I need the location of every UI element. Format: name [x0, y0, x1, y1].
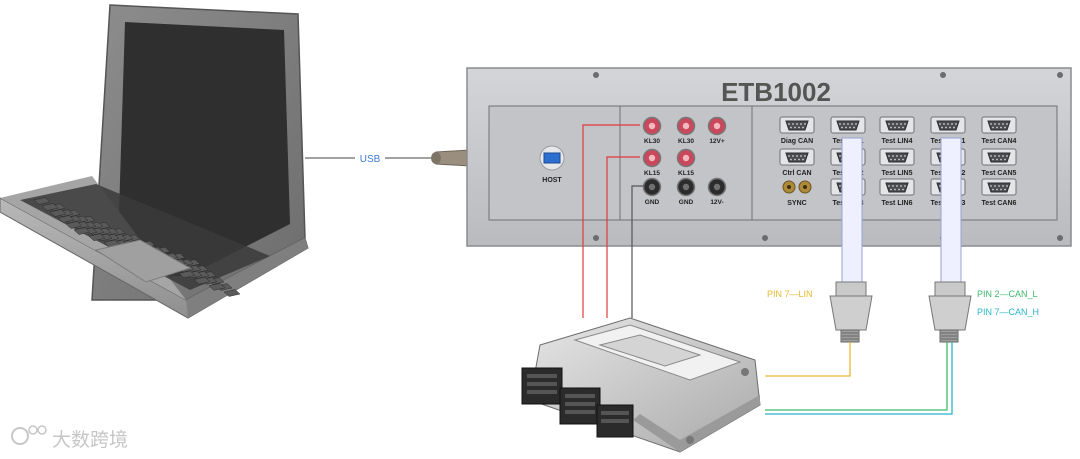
port-label: Test LIN5: [882, 170, 913, 177]
db9-port: Test LIN5: [879, 148, 915, 177]
keyboard-key: [57, 215, 75, 223]
power-socket-label: KL15: [644, 170, 660, 177]
power-socket-label: 12V-: [710, 199, 723, 206]
power-socket: KL30: [642, 116, 662, 145]
power-socket-label: KL30: [678, 138, 694, 145]
keyboard-key: [33, 197, 51, 205]
can-l-wire: [765, 342, 948, 411]
can-flat-cable: [940, 137, 962, 285]
port-label: Ctrl CAN: [782, 170, 811, 177]
db9-port: Test LIN4: [879, 116, 915, 145]
can-h-pin-label: PIN 7—CAN_H: [977, 307, 1039, 317]
port-label: Diag CAN: [781, 138, 813, 145]
host-usb-port: HOST: [539, 145, 565, 184]
power-socket-label: 12V+: [709, 138, 725, 145]
db9-port: Diag CAN: [779, 116, 815, 145]
port-label: Test LIN4: [882, 138, 913, 145]
keyboard-key: [41, 203, 59, 211]
power-socket: 12V+: [707, 116, 727, 145]
host-label: HOST: [542, 177, 562, 184]
port-label: Test CAN4: [982, 138, 1017, 145]
power-wires: [582, 124, 645, 318]
power-socket: 12V-: [707, 177, 727, 206]
keyboard-key: [88, 233, 106, 241]
power-socket: KL15: [642, 148, 662, 177]
port-label: Test CAN5: [982, 170, 1017, 177]
keyboard-key: [223, 289, 241, 297]
sync-port: SYNC: [782, 180, 812, 207]
power-socket: GND: [642, 177, 662, 206]
lin-db9-plug: [829, 281, 873, 343]
db9-port: Test CAN5: [981, 148, 1017, 177]
power-socket: KL30: [676, 116, 696, 145]
keyboard-key: [65, 221, 83, 229]
laptop-icon: [0, 4, 309, 319]
port-label: Test LIN6: [882, 200, 913, 207]
power-socket-label: KL15: [678, 170, 694, 177]
can-h-wire: [765, 342, 953, 415]
lin-wire: [765, 342, 851, 377]
keyboard-key: [193, 276, 211, 285]
port-label: Test CAN6: [982, 200, 1017, 207]
port-label: SYNC: [787, 200, 806, 207]
lin-flat-cable: [841, 137, 863, 285]
usb-cable: USB: [305, 149, 540, 167]
power-socket: KL15: [676, 148, 696, 177]
usb-label: USB: [360, 154, 381, 165]
power-socket-label: KL30: [644, 138, 660, 145]
can-db9-plug: [928, 281, 972, 343]
watermark: 大数跨境: [11, 425, 128, 451]
ecu-module-icon: [521, 317, 761, 453]
keyboard-key: [49, 209, 67, 217]
keyboard-key: [178, 270, 196, 279]
power-socket-label: GND: [645, 199, 660, 206]
power-socket: GND: [676, 177, 696, 206]
keyboard-key: [208, 283, 226, 291]
screw-icons: [593, 72, 1063, 241]
watermark-text: 大数跨境: [52, 429, 128, 451]
db9-port: Ctrl CAN: [779, 148, 815, 177]
lin-pin-label: PIN 7—LIN: [767, 289, 813, 299]
db9-port: Test CAN4: [981, 116, 1017, 145]
device-title: ETB1002: [721, 77, 831, 107]
db9-port: Test LIN6: [879, 178, 915, 207]
db9-port: Test CAN6: [981, 178, 1017, 207]
power-socket-label: GND: [679, 199, 694, 206]
keyboard-key: [73, 227, 91, 235]
can-l-pin-label: PIN 2—CAN_L: [977, 289, 1038, 299]
